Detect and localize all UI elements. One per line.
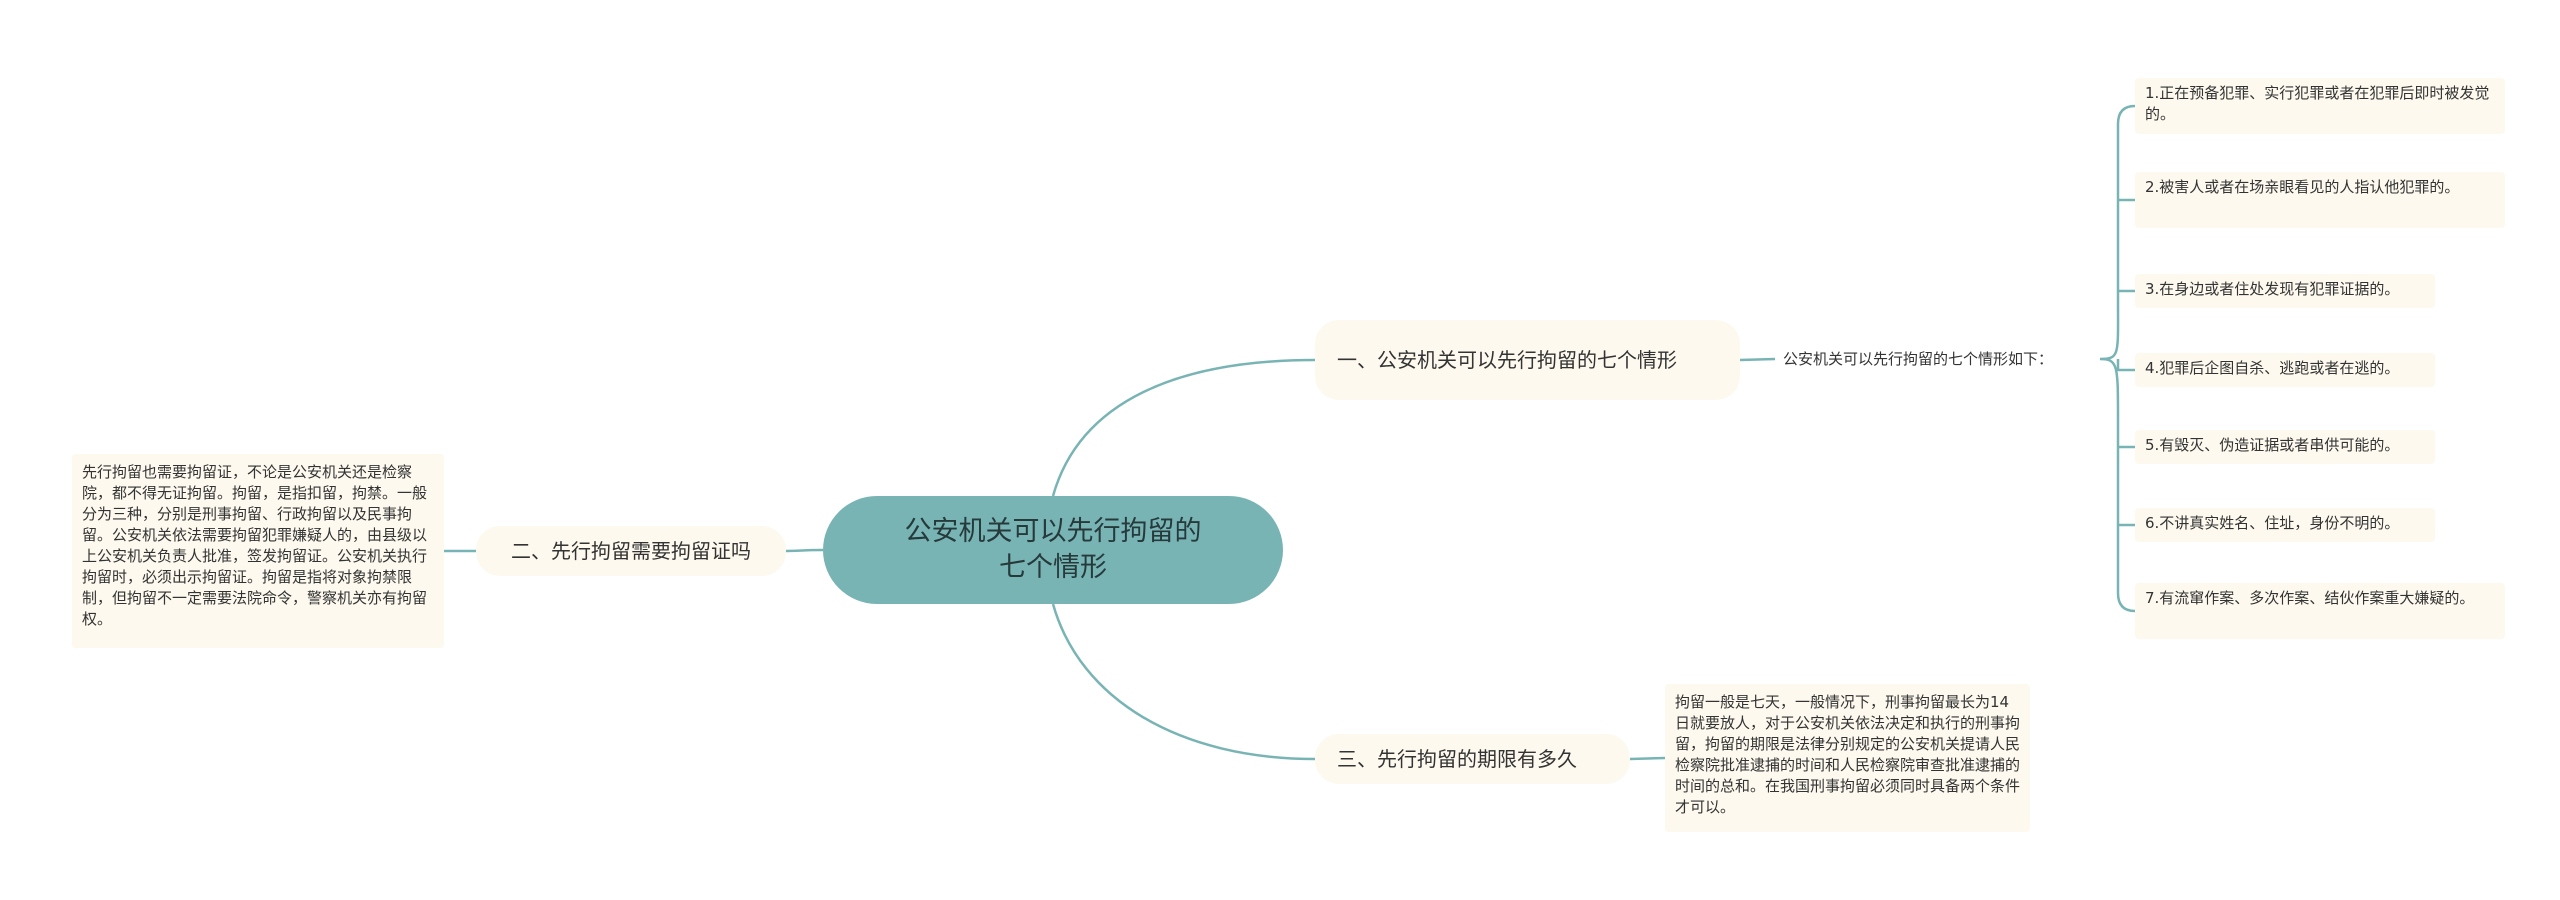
leaf-text: 6.不讲真实姓名、住址，身份不明的。 xyxy=(2145,514,2400,532)
branch-label: 一、公安机关可以先行拘留的七个情形 xyxy=(1337,348,1677,372)
leaf-text: 5.有毁灭、伪造证据或者串供可能的。 xyxy=(2145,436,2400,454)
connector-sub-bracket xyxy=(2099,104,2136,613)
leaf-text: 1.正在预备犯罪、实行犯罪或者在犯罪后即时被发觉的。 xyxy=(2145,84,2490,123)
leaf-text: 7.有流窜作案、多次作案、结伙作案重大嫌疑的。 xyxy=(2145,589,2475,607)
note-warrant-explanation[interactable]: 先行拘留也需要拘留证，不论是公安机关还是检察院，都不得无证拘留。拘留，是指扣留，… xyxy=(72,454,444,648)
connector-branch3-note xyxy=(1629,756,1666,761)
branch-node-warrant-needed[interactable]: 二、先行拘留需要拘留证吗 xyxy=(476,526,786,576)
leaf-situation-3[interactable]: 3.在身边或者住处发现有犯罪证据的。 xyxy=(2135,274,2435,308)
sub-node-situations-intro[interactable]: 公安机关可以先行拘留的七个情形如下： xyxy=(1775,343,2100,375)
note-text: 先行拘留也需要拘留证，不论是公安机关还是检察院，都不得无证拘留。拘留，是指扣留，… xyxy=(82,463,428,628)
branch-label: 二、先行拘留需要拘留证吗 xyxy=(511,539,751,563)
root-node[interactable]: 公安机关可以先行拘留的七个情形 xyxy=(823,496,1283,604)
sub-label: 公安机关可以先行拘留的七个情形如下： xyxy=(1783,350,2054,368)
note-text: 拘留一般是七天，一般情况下，刑事拘留最长为14日就要放人，对于公安机关依法决定和… xyxy=(1675,693,2021,816)
branch-node-seven-situations[interactable]: 一、公安机关可以先行拘留的七个情形 xyxy=(1315,320,1740,400)
root-label: 公安机关可以先行拘留的七个情形 xyxy=(904,516,1202,583)
leaf-situation-4[interactable]: 4.犯罪后企图自杀、逃跑或者在逃的。 xyxy=(2135,353,2435,387)
leaf-text: 4.犯罪后企图自杀、逃跑或者在逃的。 xyxy=(2145,359,2400,377)
leaf-text: 3.在身边或者住处发现有犯罪证据的。 xyxy=(2145,280,2400,298)
connector-branch1-sub xyxy=(1739,357,1776,362)
leaf-situation-7[interactable]: 7.有流窜作案、多次作案、结伙作案重大嫌疑的。 xyxy=(2135,583,2505,639)
branch-label: 三、先行拘留的期限有多久 xyxy=(1337,747,1577,771)
note-period-explanation[interactable]: 拘留一般是七天，一般情况下，刑事拘留最长为14日就要放人，对于公安机关依法决定和… xyxy=(1665,684,2030,832)
leaf-situation-5[interactable]: 5.有毁灭、伪造证据或者串供可能的。 xyxy=(2135,430,2435,464)
leaf-text: 2.被害人或者在场亲眼看见的人指认他犯罪的。 xyxy=(2145,178,2460,196)
connector-root-branch3 xyxy=(1051,603,1316,761)
connector-root-branch1 xyxy=(1051,358,1316,497)
branch-node-detention-period[interactable]: 三、先行拘留的期限有多久 xyxy=(1315,734,1630,784)
leaf-situation-6[interactable]: 6.不讲真实姓名、住址，身份不明的。 xyxy=(2135,508,2435,542)
leaf-situation-1[interactable]: 1.正在预备犯罪、实行犯罪或者在犯罪后即时被发觉的。 xyxy=(2135,78,2505,134)
connector-root-branch2 xyxy=(785,548,824,553)
leaf-situation-2[interactable]: 2.被害人或者在场亲眼看见的人指认他犯罪的。 xyxy=(2135,172,2505,228)
